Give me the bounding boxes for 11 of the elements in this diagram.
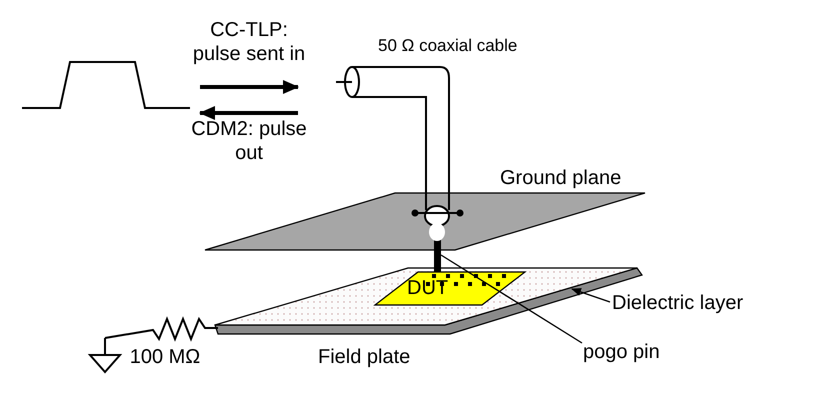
callout-text: pogo pin [583, 340, 660, 364]
resistance-value: 100 MΩ [128, 345, 202, 369]
leader-line [571, 288, 610, 303]
leader-line [440, 254, 582, 344]
pulse-label: CDM2: pulse out [190, 117, 308, 165]
callout-text: Dielectric layer [612, 291, 744, 315]
part-label: Field plate [318, 345, 410, 369]
pulse-label: CC-TLP: pulse sent in [192, 18, 306, 66]
device-label: DUT [407, 276, 448, 300]
part-label: Ground plane [500, 166, 622, 190]
part-label: 50 Ω coaxial cable [378, 35, 518, 57]
